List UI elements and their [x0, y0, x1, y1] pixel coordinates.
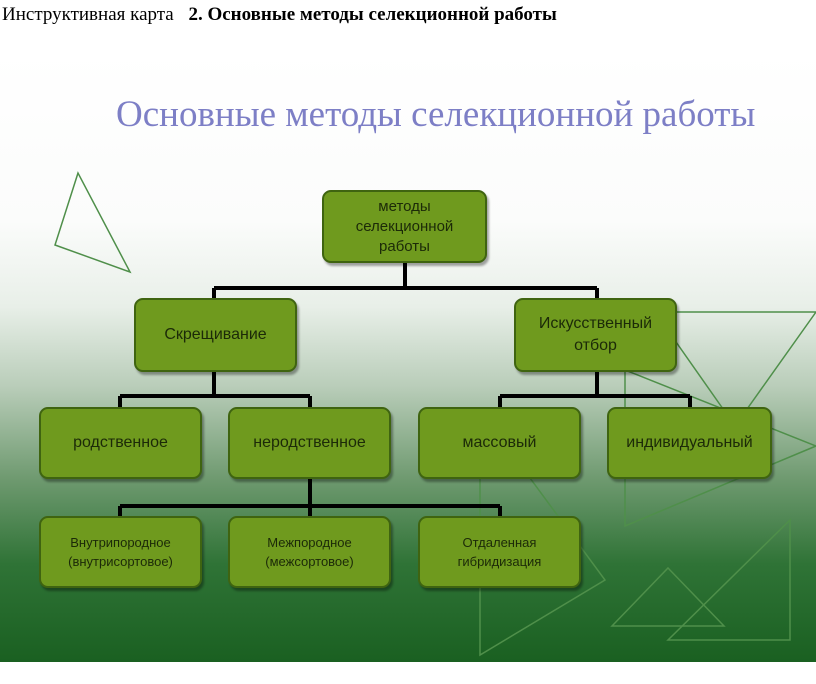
node-unrelated: неродственное — [228, 407, 391, 479]
node-intrabreed: Внутрипородное (внутрисортовое) — [39, 516, 202, 588]
connector-lines — [118, 262, 692, 516]
triangle-decoration-top-left — [54, 171, 132, 274]
header-label: Инструктивная карта — [2, 4, 174, 25]
triangle-decoration-right-top — [653, 311, 816, 428]
triangle-decoration-bottom-center — [610, 566, 726, 627]
slide-title: Основные методы селекционной работы — [116, 94, 756, 135]
node-interbreed: Межпородное (межсортовое) — [228, 516, 391, 588]
document-header: Инструктивная карта 2. Основные методы с… — [2, 4, 557, 26]
triangle-decoration-bottom-right — [666, 518, 791, 641]
node-distant-hybridization: Отдаленная гибридизация — [418, 516, 581, 588]
slide: Основные методы селекционной работы мето… — [0, 50, 816, 662]
node-artificial-selection: Искусственный отбор — [514, 298, 677, 372]
node-individual: индивидуальный — [607, 407, 772, 479]
header-title: 2. Основные методы селекционной работы — [188, 4, 557, 25]
node-mass: массовый — [418, 407, 581, 479]
node-selection-methods: методы селекционной работы — [322, 190, 487, 263]
node-crossing: Скрещивание — [134, 298, 297, 372]
node-related: родственное — [39, 407, 202, 479]
